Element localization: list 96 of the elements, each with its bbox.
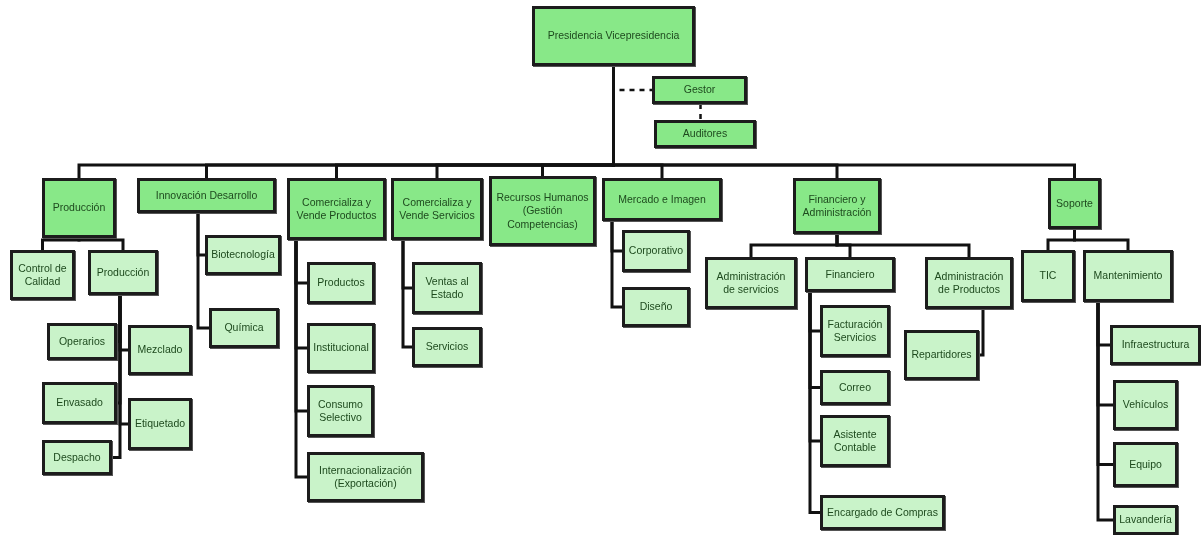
org-chart-box (1110, 325, 1201, 365)
org-chart-box (1048, 178, 1101, 229)
box-label: Producción (96, 265, 150, 280)
org-chart-box (128, 398, 192, 450)
box-label: Asistente Contable (832, 427, 878, 455)
box-label: Operarios (58, 334, 106, 349)
org-chart-box (307, 385, 374, 437)
box-label: Presidencia Vicepresidencia (547, 29, 680, 43)
box-label: Mercado e Imagen (618, 192, 706, 207)
box-label: Servicios (425, 340, 469, 354)
box-label: Equipo (1129, 457, 1162, 472)
org-chart-box (391, 178, 483, 240)
box-label: Diseño (639, 300, 673, 314)
org-chart-box (622, 287, 690, 327)
org-chart-box (532, 6, 695, 66)
box-label: Repartidores (911, 348, 972, 362)
box-label: Facturación Servicios (826, 317, 884, 345)
org-chart-box (42, 178, 116, 238)
org-chart-box (1113, 442, 1178, 487)
org-chart-box (412, 262, 482, 314)
connector-line (77, 237, 125, 250)
box-label: Financiero y Administración (801, 192, 873, 220)
org-chart-box (307, 323, 375, 373)
org-chart-box (137, 178, 276, 213)
connector-line (835, 234, 971, 257)
box-label: Infraestructura (1121, 338, 1190, 352)
org-chart-box (820, 370, 890, 405)
box-label: Comercializa y Vende Productos (295, 195, 378, 223)
connector-line (979, 309, 985, 357)
box-label: Administración de Productos (933, 269, 1005, 297)
org-chart-box (287, 178, 386, 240)
org-chart-box (209, 308, 279, 348)
connector-line (808, 292, 820, 514)
box-label: Gestor (683, 83, 716, 97)
org-chart-box (412, 327, 482, 367)
box-label: Mezclado (137, 343, 183, 357)
box-label: Soporte (1056, 196, 1093, 211)
org-chart-box (1083, 250, 1173, 302)
org-chart-box (820, 495, 945, 530)
box-label: Ventas al Estado (424, 274, 470, 302)
box-label: Internacionalización (Exportación) (318, 463, 413, 491)
box-label: Despacho (53, 450, 101, 465)
org-chart-box (652, 76, 747, 104)
box-label: Vehículos (1122, 398, 1169, 412)
org-chart-box (10, 250, 75, 300)
box-label: Etiquetado (134, 417, 186, 431)
connector-line (196, 213, 209, 330)
box-label: Auditores (682, 127, 728, 141)
box-label: Biotecnología (211, 248, 275, 262)
connector-line (41, 237, 81, 250)
org-chart-box (307, 452, 424, 502)
box-label: Control de Calidad (17, 261, 68, 289)
org-chart-box (622, 230, 690, 272)
org-chart-box (307, 262, 375, 304)
box-label: Lavandería (1119, 513, 1172, 527)
org-chart-box (793, 178, 881, 234)
box-label: Productos (317, 276, 365, 290)
org-chart-box (705, 257, 797, 309)
org-chart-box (42, 382, 117, 424)
box-label: Envasado (56, 396, 103, 410)
org-chart-box (489, 176, 596, 246)
box-label: Corporativo (628, 244, 684, 258)
box-label: Química (224, 321, 264, 335)
org-chart-box (654, 120, 756, 148)
connector-line (610, 221, 622, 309)
org-chart-box (602, 178, 722, 221)
box-label: Comercializa y Vende Servicios (398, 195, 476, 223)
box-label: Institucional (313, 341, 369, 355)
org-chart-box (47, 323, 117, 360)
org-chart-box (42, 440, 112, 475)
connector-line (294, 240, 307, 479)
org-chart-box (205, 235, 281, 275)
org-chart-box (1113, 505, 1178, 535)
org-chart-box (820, 305, 890, 357)
connector-line (112, 295, 122, 459)
box-label: Administración de servicios (715, 269, 787, 297)
org-chart-box (925, 257, 1013, 309)
org-chart-box (1021, 250, 1075, 302)
org-chart-box (1113, 380, 1178, 430)
box-label: Encargado de Compras (827, 505, 938, 520)
box-label: Recursos Humanos (Gestión Competencias) (495, 191, 590, 231)
org-chart-box (805, 257, 895, 292)
box-label: Financiero (825, 267, 875, 282)
org-chart-box (128, 325, 192, 375)
box-label: Innovación Desarrollo (155, 188, 258, 203)
connector-line (401, 240, 412, 349)
box-label: TIC (1039, 269, 1057, 283)
box-label: Consumo Selectivo (317, 397, 364, 425)
box-label: Producción (52, 201, 106, 215)
org-chart-box (820, 415, 890, 467)
box-label: Mantenimiento (1093, 269, 1163, 283)
dashed-connector (699, 104, 702, 120)
box-label: Correo (838, 380, 872, 395)
connector-line (1096, 302, 1113, 522)
org-chart-box (904, 330, 979, 380)
org-chart-box (88, 250, 158, 295)
